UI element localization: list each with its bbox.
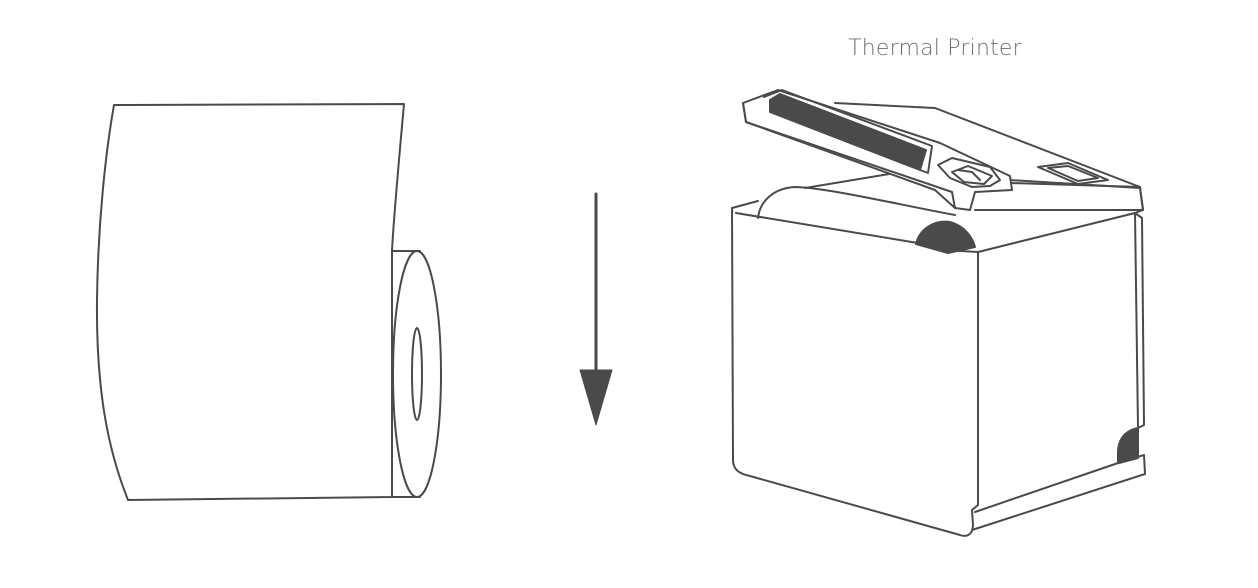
- printer-indicator-window: [1037, 162, 1109, 185]
- printer-right-edge: [1134, 212, 1145, 429]
- printer-bottom-right: [974, 427, 1139, 513]
- printer-top-plate-inner: [1009, 182, 1141, 188]
- printer-lid-front: [745, 121, 956, 209]
- printer-print-head: [769, 93, 927, 171]
- printer-print-head-frame: [763, 89, 933, 174]
- printer-roller: [915, 220, 976, 254]
- printer-latch-lever: [957, 169, 981, 181]
- roll-core-hole: [411, 327, 423, 421]
- printer-latch-button: [951, 165, 993, 185]
- printer-top-rim-left: [731, 200, 759, 209]
- printer-front-left-face: [731, 207, 979, 537]
- printer-bottom-base: [971, 454, 1146, 531]
- printer-foot: [1118, 427, 1139, 464]
- down-arrow-icon: [579, 192, 613, 426]
- printer-top-rim-left-inner: [735, 212, 919, 244]
- thermal-printer-icon: [731, 89, 1146, 537]
- arrow-head: [579, 369, 613, 426]
- roll-end-face: [392, 250, 442, 498]
- printer-indicator-inner: [1047, 165, 1099, 182]
- printer-lid-edge: [742, 102, 747, 123]
- paper-roll-icon: [95, 103, 442, 501]
- printer-paper-curl: [757, 186, 956, 219]
- paper-sheet: [95, 103, 405, 501]
- printer-label: Thermal Printer: [848, 36, 1022, 61]
- printer-right-face: [977, 212, 1139, 429]
